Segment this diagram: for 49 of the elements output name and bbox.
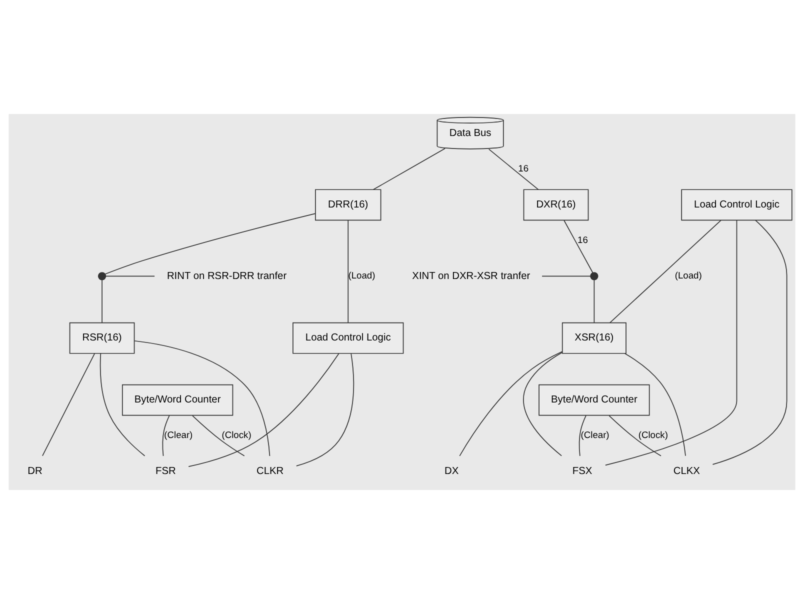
node-box: Load Control Logic [292, 322, 404, 354]
node-box: Byte/Word Counter [538, 384, 650, 416]
edge-label: 16 [518, 163, 529, 174]
connector [459, 350, 562, 456]
connector [348, 219, 349, 323]
node-text: FSX [572, 465, 592, 476]
connector [624, 352, 686, 456]
connector [542, 275, 591, 276]
connector [605, 219, 738, 466]
connector [609, 219, 722, 323]
connector [106, 275, 155, 276]
connector [100, 352, 146, 456]
connector [712, 219, 788, 464]
node-text: CLKX [673, 465, 700, 476]
connector [188, 352, 340, 466]
node-circle [98, 272, 106, 280]
node-text: RINT on RSR-DRR tranfer [166, 270, 287, 282]
connector [372, 148, 446, 190]
node-box: Load Control Logic [681, 188, 792, 220]
connector [162, 414, 170, 456]
connector [594, 279, 595, 323]
node-text: FSR [156, 465, 176, 476]
edge-label: (Load) [348, 270, 376, 280]
node-box: RSR(16) [69, 322, 135, 354]
node-box: DRR(16) [315, 188, 382, 220]
edge-label: (Clear) [164, 430, 193, 440]
connector [488, 148, 539, 190]
connector [296, 352, 354, 466]
edge-label: (Clear) [580, 430, 610, 440]
connector [192, 414, 245, 456]
connector [523, 352, 563, 456]
connector [42, 352, 96, 456]
connector [578, 414, 586, 456]
node-text: XINT on DXR-XSR tranfer [412, 270, 530, 282]
edge-label: 16 [578, 234, 588, 244]
edge-label: (Clock) [222, 430, 252, 440]
node-circle [590, 272, 598, 280]
node-text: DX [444, 465, 459, 476]
node-text: DR [28, 465, 42, 476]
node-text: CLKR [256, 465, 284, 476]
node-box: DXR(16) [523, 188, 589, 220]
node-box: Byte/Word Counter [122, 384, 234, 416]
connector [608, 414, 662, 456]
connector [134, 340, 270, 456]
edge-label: (Load) [674, 270, 702, 280]
connector [564, 220, 594, 273]
edge-label: (Clock) [638, 430, 668, 440]
node-box: XSR(16) [562, 322, 626, 354]
connector [104, 212, 316, 274]
